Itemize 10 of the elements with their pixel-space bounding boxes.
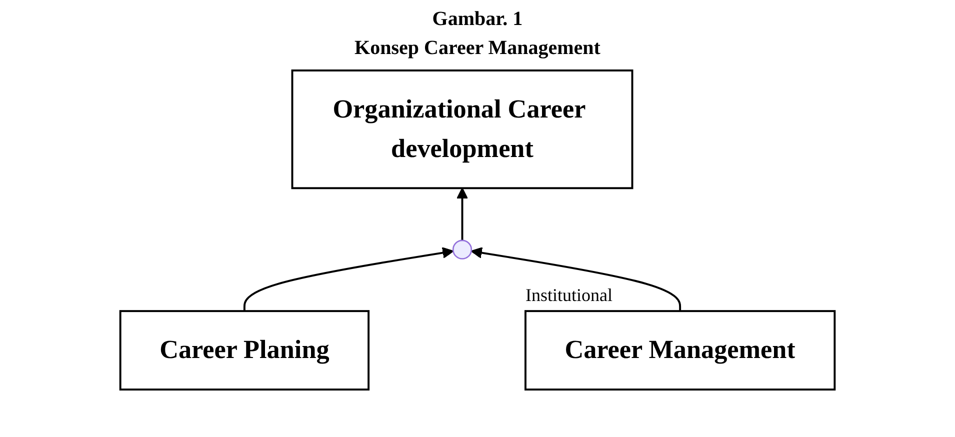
concept-box: Organizational Career development: [291, 69, 634, 190]
diagram-subtitle: Konsep Career Management: [354, 37, 602, 60]
diagram-title: Gambar. 1: [431, 7, 524, 31]
arrow: [243, 247, 454, 312]
arrow: [456, 188, 468, 240]
concept-box: Career Planing: [119, 310, 370, 391]
junction-point: [452, 240, 472, 260]
concept-box: Career Management: [524, 310, 836, 391]
side-note: Institutional: [525, 285, 612, 306]
arrow: [470, 247, 682, 312]
